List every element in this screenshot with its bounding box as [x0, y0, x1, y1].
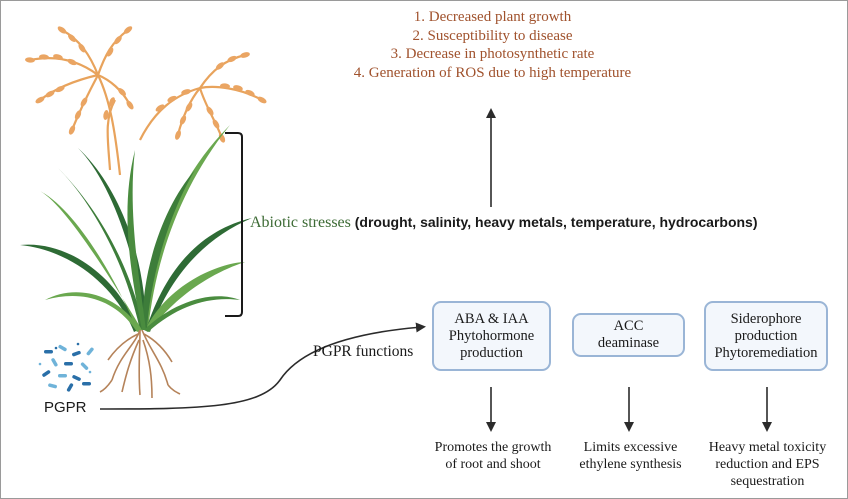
outcome-heavy-metal: Heavy metal toxicity reduction and EPS s… — [695, 439, 840, 490]
function-box-line: Siderophore — [730, 310, 802, 327]
pgpr-functions-arrow — [99, 322, 426, 410]
pgpr-bacteria-icon — [38, 342, 94, 392]
rice-plant-illustration — [20, 26, 267, 399]
outcome-line: ethylene synthesis — [579, 457, 682, 472]
outcome-line: Limits excessive — [583, 440, 678, 455]
outcome-growth: Promotes the growth of root and shoot — [418, 439, 568, 473]
stress-bracket — [225, 132, 243, 317]
function-box-acc-deaminase: ACC deaminase — [572, 313, 685, 357]
rice-leaves — [20, 125, 252, 332]
effect-item: 4. Generation of ROS due to high tempera… — [353, 64, 632, 81]
outcome-line: reduction and EPS — [715, 457, 820, 472]
pgpr-functions-label: PGPR functions — [313, 343, 414, 360]
function-box-line: production — [460, 344, 523, 361]
rice-roots — [99, 329, 181, 399]
function-box-line: ABA & IAA — [454, 310, 529, 327]
function-box-line: ACC deaminase — [597, 318, 660, 351]
effect-item: 2. Susceptibility to disease — [412, 27, 573, 44]
function-box-line: production — [734, 327, 798, 344]
function-box-phytohormone: ABA & IAA Phytohormone production — [432, 301, 551, 371]
function-box-line: Phytohormone — [448, 327, 535, 344]
outcome-line: Promotes the growth — [434, 440, 552, 455]
rice-grain-seeds — [25, 26, 267, 143]
stress-effects-list: 1. Decreased plant growth 2. Susceptibil… — [335, 8, 650, 82]
rice-grain-panicles — [29, 29, 263, 176]
abiotic-stresses-detail: (drought, salinity, heavy metals, temper… — [350, 214, 758, 230]
effect-item: 1. Decreased plant growth — [413, 9, 572, 25]
outcome-line: sequestration — [730, 474, 805, 489]
effect-item: 3. Decrease in photosynthetic rate — [390, 46, 595, 62]
outcome-line: of root and shoot — [445, 457, 541, 472]
function-box-siderophore: Siderophore production Phytoremediation — [704, 301, 828, 371]
outcome-line: Heavy metal toxicity — [708, 440, 827, 455]
abiotic-stresses-heading: Abiotic stresses — [250, 214, 351, 231]
pgpr-label: PGPR — [44, 399, 87, 416]
abiotic-stresses-label: Abiotic stresses (drought, salinity, hea… — [250, 214, 840, 232]
outcome-ethylene: Limits excessive ethylene synthesis — [558, 439, 703, 473]
function-box-line: Phytoremediation — [714, 344, 818, 361]
